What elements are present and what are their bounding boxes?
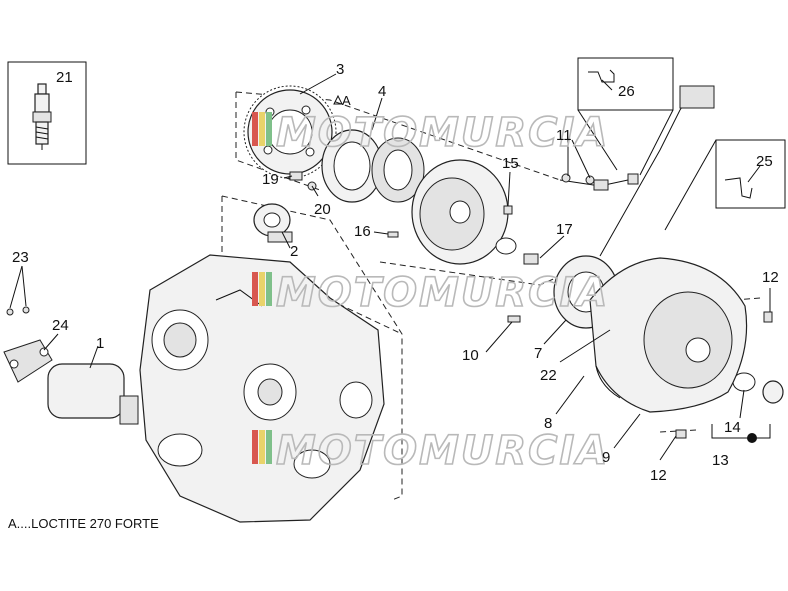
small-washers (495, 237, 784, 443)
callout-10: 10 (462, 347, 479, 364)
fasteners (6, 171, 773, 439)
leader-lines (9, 73, 771, 461)
generator-cover-part (589, 257, 748, 413)
callout-17: 17 (556, 221, 573, 238)
callout-8: 8 (544, 415, 552, 432)
callout-2: 2 (290, 243, 298, 260)
crankcase-part (139, 254, 385, 523)
callout-21: 21 (56, 69, 73, 86)
callout-23: 23 (12, 249, 29, 266)
bracket-box-26 (577, 57, 674, 176)
callout-9: 9 (602, 449, 610, 466)
loctite-note: A....LOCTITE 270 FORTE (8, 516, 159, 531)
callout-20: 20 (314, 201, 331, 218)
callout-16: 16 (354, 223, 371, 240)
callout-24: 24 (52, 317, 69, 334)
callout-7: 7 (534, 345, 542, 362)
flywheel-part (411, 159, 509, 265)
callout-11: 11 (556, 127, 572, 144)
callout-12-top: 12 (762, 269, 779, 286)
callout-22: 22 (540, 367, 557, 384)
callout-12-bottom: 12 (650, 467, 667, 484)
callout-26: 26 (618, 83, 635, 100)
loctite-marker-label: A (342, 93, 351, 108)
spark-plug-part (7, 61, 87, 165)
watermark-text-top: MOTOMURCIA (276, 110, 609, 156)
callout-13: 13 (712, 452, 729, 469)
callout-14: 14 (724, 419, 741, 436)
callout-4: 4 (378, 83, 386, 100)
loctite-marker: A (333, 93, 351, 108)
ring-gear-part (243, 85, 337, 179)
callout-1: 1 (96, 335, 104, 352)
idler-gear-part (253, 203, 293, 243)
callout-25: 25 (756, 153, 773, 170)
callout-15: 15 (502, 155, 519, 172)
starter-motor-part (3, 339, 139, 425)
watermark-text-bottom: MOTOMURCIA (276, 428, 609, 474)
callout-labels: 1 2 3 4 7 8 9 10 11 12 12 13 14 15 16 17… (12, 61, 779, 484)
watermark-top: MOTOMURCIA (252, 109, 609, 157)
callout-3: 3 (336, 61, 344, 78)
starter-clutch-part (321, 129, 425, 203)
watermark-text-middle: MOTOMURCIA (276, 270, 609, 316)
bracket-box-25 (664, 139, 786, 231)
watermark-middle: MOTOMURCIA (252, 269, 609, 317)
watermark-bottom: MOTOMURCIA (252, 427, 609, 475)
callout-19: 19 (262, 171, 279, 188)
